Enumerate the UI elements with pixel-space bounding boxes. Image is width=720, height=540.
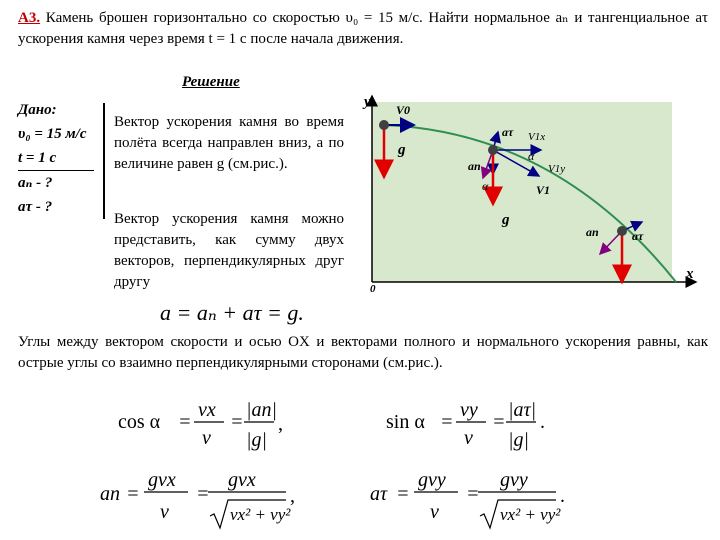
label-an-2: an [586, 225, 599, 239]
label-g-1: g [501, 212, 510, 228]
origin-label: 0 [370, 283, 376, 295]
formula-at-lhs: aτ [370, 483, 388, 505]
problem-number: A3. [18, 10, 41, 26]
label-v1: V1 [536, 183, 550, 197]
label-v1y: V1y [548, 163, 565, 175]
paragraph-3: Углы между вектором скорости и осью OX и… [18, 334, 708, 371]
label-v1x: V1x [528, 131, 545, 143]
stone-position-1 [488, 145, 498, 155]
x-axis-label: x [685, 266, 694, 282]
formula-an-den1: v [160, 501, 169, 523]
formula-at-dot: . [560, 485, 565, 507]
label-an-1: an [468, 159, 481, 173]
formula-at-sqrt-arg: vx² + vy² [500, 505, 561, 524]
given-divider [103, 103, 105, 219]
figure-panel [372, 102, 672, 282]
formula-sin-den2: |g| [508, 429, 529, 451]
given-title: Дано: [18, 102, 57, 118]
formula-an-num1: gvx [148, 469, 176, 491]
formula-cos-eq2: = [230, 411, 244, 433]
velocity-v1-arrow [492, 149, 541, 177]
label-alpha-2: α [482, 179, 489, 193]
formula-cos-num1: vx [198, 399, 216, 421]
formula-at-sqrt [479, 499, 556, 530]
formula-at-num2: gvy [500, 469, 528, 491]
formula-at-num1: gvy [418, 469, 446, 491]
formula-at-eq2: = [466, 483, 480, 505]
formula-sin-dot: . [540, 411, 545, 433]
formula-cos-lhs: cos α [118, 411, 161, 433]
formula-cos-den2: |g| [246, 429, 267, 451]
given-an: aₙ - ? [18, 175, 53, 191]
formula-cos: cos α = vx v = |an| |g| , [118, 399, 283, 451]
label-v0: V0 [396, 103, 410, 117]
given-at: aτ - ? [18, 199, 53, 215]
formula-an-num2: gvx [228, 469, 256, 491]
formula-an: an = gvx v = gvx vx² + vy² , [100, 469, 295, 530]
formula-at: aτ = gvy v = gvy vx² + vy² . [370, 469, 565, 530]
label-at-2: aτ [632, 229, 644, 243]
trajectory-figure: y x 0 V0 g aτ V1x α V1y V1 an α g aτ an [356, 92, 706, 298]
stone-position-0 [379, 120, 389, 130]
normal-accel-arrow-2 [598, 230, 623, 256]
label-alpha-1: α [528, 149, 535, 163]
formula-cos-eq1: = [178, 411, 192, 433]
vector-sum-formula: a = aₙ + aτ = g. [160, 300, 304, 325]
trajectory-curve [383, 124, 677, 283]
given-v0: υ₀ = 15 м/с [18, 126, 87, 142]
formula-sin: sin α = vy v = |aτ| |g| . [386, 399, 545, 451]
formula-at-den1: v [430, 501, 439, 523]
problem-text: Камень брошен горизонтально со скоростью… [18, 10, 709, 47]
stone-position-2 [617, 226, 627, 236]
formula-cos-comma: , [278, 413, 283, 435]
formula-sin-num1: vy [460, 399, 478, 421]
paragraph-1: Вектор ускорения камня во время полёта в… [114, 114, 344, 172]
formula-an-lhs: an [100, 483, 120, 505]
formula-sin-eq2: = [492, 411, 506, 433]
solution-heading: Решение [182, 74, 240, 90]
given-block: Дано: υ₀ = 15 м/с t = 1 с aₙ - ? aτ - ? [18, 98, 94, 219]
y-axis-label: y [362, 94, 371, 110]
paragraph-2: Вектор ускорения камня можно представить… [114, 211, 344, 290]
formula-an-sqrt-arg: vx² + vy² [230, 505, 291, 524]
label-at-1: aτ [502, 125, 514, 139]
formula-sin-lhs: sin α [386, 411, 425, 433]
formulas: cos α = vx v = |an| |g| , sin α = vy v =… [100, 399, 565, 530]
formula-at-eq1: = [396, 483, 410, 505]
given-t: t = 1 с [18, 146, 94, 171]
formula-an-comma: , [290, 485, 295, 507]
formula-cos-den1: v [202, 427, 211, 449]
formula-an-sqrt [209, 499, 286, 530]
formula-cos-num2: |an| [246, 399, 277, 421]
problem-statement: A3. Камень брошен горизонтально со скоро… [18, 8, 708, 50]
formula-an-eq2: = [196, 483, 210, 505]
formula-sin-den1: v [464, 427, 473, 449]
formula-an-eq1: = [126, 483, 140, 505]
formula-sin-eq1: = [440, 411, 454, 433]
label-g-0: g [397, 142, 406, 158]
formula-sin-num2: |aτ| [508, 399, 536, 421]
